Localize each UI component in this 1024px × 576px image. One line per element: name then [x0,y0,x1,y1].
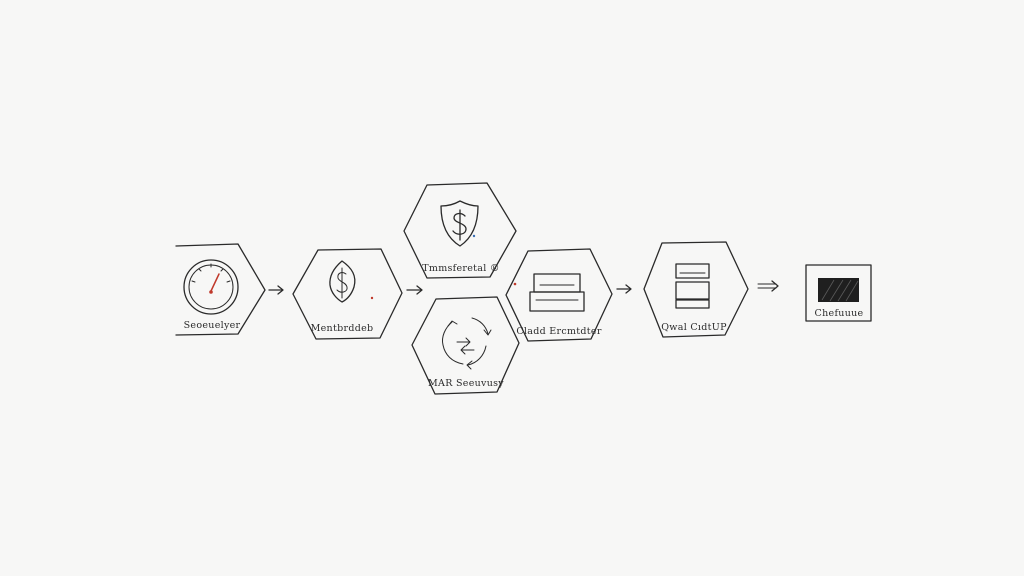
node-cloud-label: Cladd Ercmtdter [516,326,601,337]
node-speedometer: Seoeuelyer [175,243,266,336]
dollar-leaf-icon [329,260,356,303]
node-speedometer-label: Seoeuelyer [184,320,241,331]
node-security-leaf-label: Mentbrddeb [311,323,374,334]
dollar-shield-icon [440,200,479,247]
node-qual: Qwal CıdtUP [643,241,749,338]
arrow-4 [757,280,779,292]
node-cloud: Cladd Ercmtdter [505,248,613,342]
ink-dot [513,282,517,286]
ink-dot [472,234,476,238]
node-output: Chefuuue [805,264,872,322]
hatched-block-icon [818,278,859,302]
arrow-1 [268,285,284,295]
panel-box-icon [529,273,585,312]
arrow-3 [616,284,632,294]
stacked-boxes-icon [675,263,710,309]
node-protection-shape [403,182,517,279]
node-protection: Tmmsferetal ® [403,182,517,279]
node-output-shape [805,264,872,322]
speedometer-icon [183,259,239,315]
cycle-arrows-icon [442,317,492,370]
node-cloud-shape [505,248,613,342]
node-security-leaf: Mentbrddeb [292,248,403,340]
node-qual-shape [643,241,749,338]
node-protection-label: Tmmsferetal ® [422,263,499,274]
node-cycle: MAR Seeuvusy [411,296,520,395]
node-speedometer-shape [175,243,266,336]
node-output-label: Chefuuue [815,308,864,319]
arrow-2 [406,285,423,295]
node-security-leaf-shape [292,248,403,340]
node-cycle-label: MAR Seeuvusy [428,378,504,389]
ink-dot [370,296,374,300]
node-cycle-shape [411,296,520,395]
node-qual-label: Qwal CıdtUP [661,322,727,333]
